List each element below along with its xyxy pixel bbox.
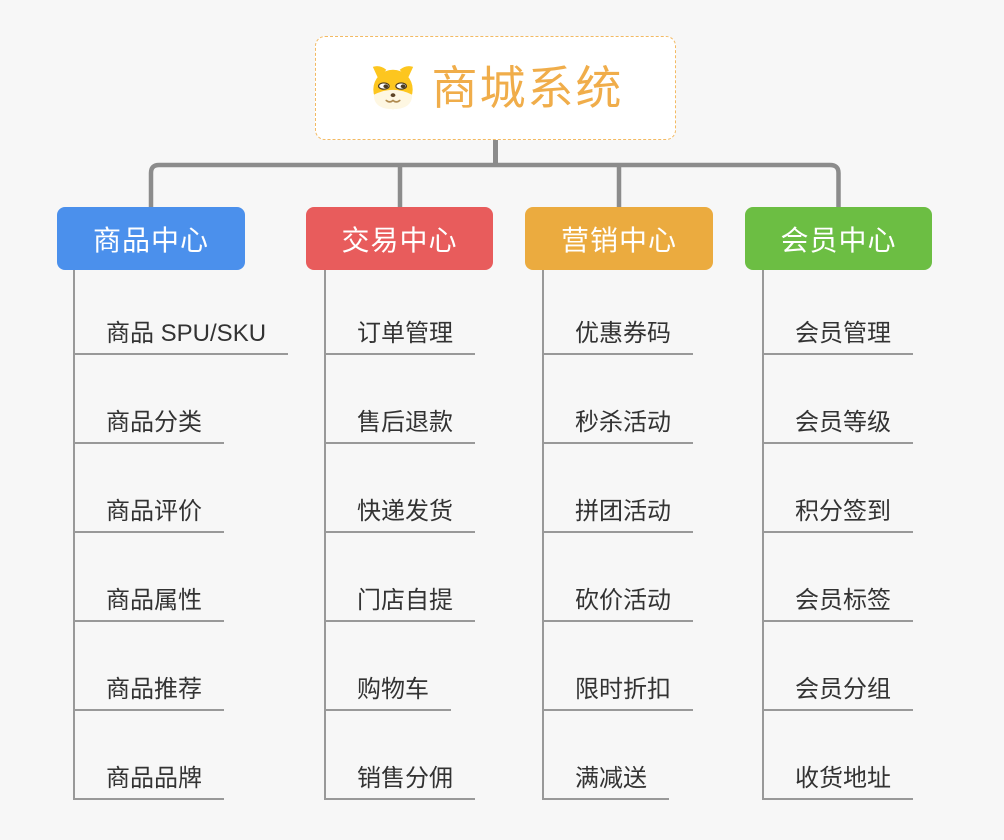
branch-children-member-center: 会员管理 会员等级 积分签到 会员标签 会员分组 收货地址 [762,270,1002,802]
leaf-node[interactable]: 销售分佣 [324,758,475,800]
branch-connector-line [542,270,544,800]
leaf-node[interactable]: 商品品牌 [73,758,224,800]
root-node-label: 商城系统 [431,62,624,114]
branch-children-trade-center: 订单管理 售后退款 快递发货 门店自提 购物车 销售分佣 [324,270,564,802]
leaf-node[interactable]: 订单管理 [324,313,475,355]
branch-node-marketing-center[interactable]: 营销中心 [525,207,713,270]
branch-children-product-center: 商品 SPU/SKU 商品分类 商品评价 商品属性 商品推荐 商品品牌 [73,270,313,802]
leaf-node[interactable]: 商品推荐 [73,669,224,711]
leaf-node[interactable]: 秒杀活动 [542,402,693,444]
leaf-node[interactable]: 拼团活动 [542,491,693,533]
leaf-node[interactable]: 会员标签 [762,580,913,622]
leaf-node[interactable]: 快递发货 [324,491,475,533]
branch-connector-line [73,270,75,800]
branch-node-member-center[interactable]: 会员中心 [745,207,932,270]
leaf-node[interactable]: 会员分组 [762,669,913,711]
leaf-node[interactable]: 商品分类 [73,402,224,444]
leaf-node[interactable]: 商品评价 [73,491,224,533]
branch-label: 会员中心 [780,224,897,256]
branch-node-product-center[interactable]: 商品中心 [57,207,245,270]
branch-node-trade-center[interactable]: 交易中心 [306,207,493,270]
leaf-node[interactable]: 门店自提 [324,580,475,622]
leaf-node[interactable]: 砍价活动 [542,580,693,622]
leaf-node[interactable]: 限时折扣 [542,669,693,711]
leaf-node[interactable]: 会员管理 [762,313,913,355]
leaf-node[interactable]: 积分签到 [762,491,913,533]
leaf-node[interactable]: 商品 SPU/SKU [73,313,289,355]
branch-label: 营销中心 [560,224,677,256]
leaf-node[interactable]: 售后退款 [324,402,475,444]
branch-connector-line [324,270,326,800]
root-node[interactable]: 商城系统 [315,36,676,140]
leaf-node[interactable]: 满减送 [542,758,669,800]
branch-label: 商品中心 [92,224,209,256]
leaf-node[interactable]: 优惠券码 [542,313,693,355]
leaf-node[interactable]: 会员等级 [762,402,913,444]
doge-dog-icon [372,66,413,110]
branch-children-marketing-center: 优惠券码 秒杀活动 拼团活动 砍价活动 限时折扣 满减送 [542,270,782,802]
branch-connector-line [762,270,764,800]
branch-label: 交易中心 [341,224,458,256]
leaf-node[interactable]: 购物车 [324,669,451,711]
leaf-node[interactable]: 收货地址 [762,758,913,800]
leaf-node[interactable]: 商品属性 [73,580,224,622]
